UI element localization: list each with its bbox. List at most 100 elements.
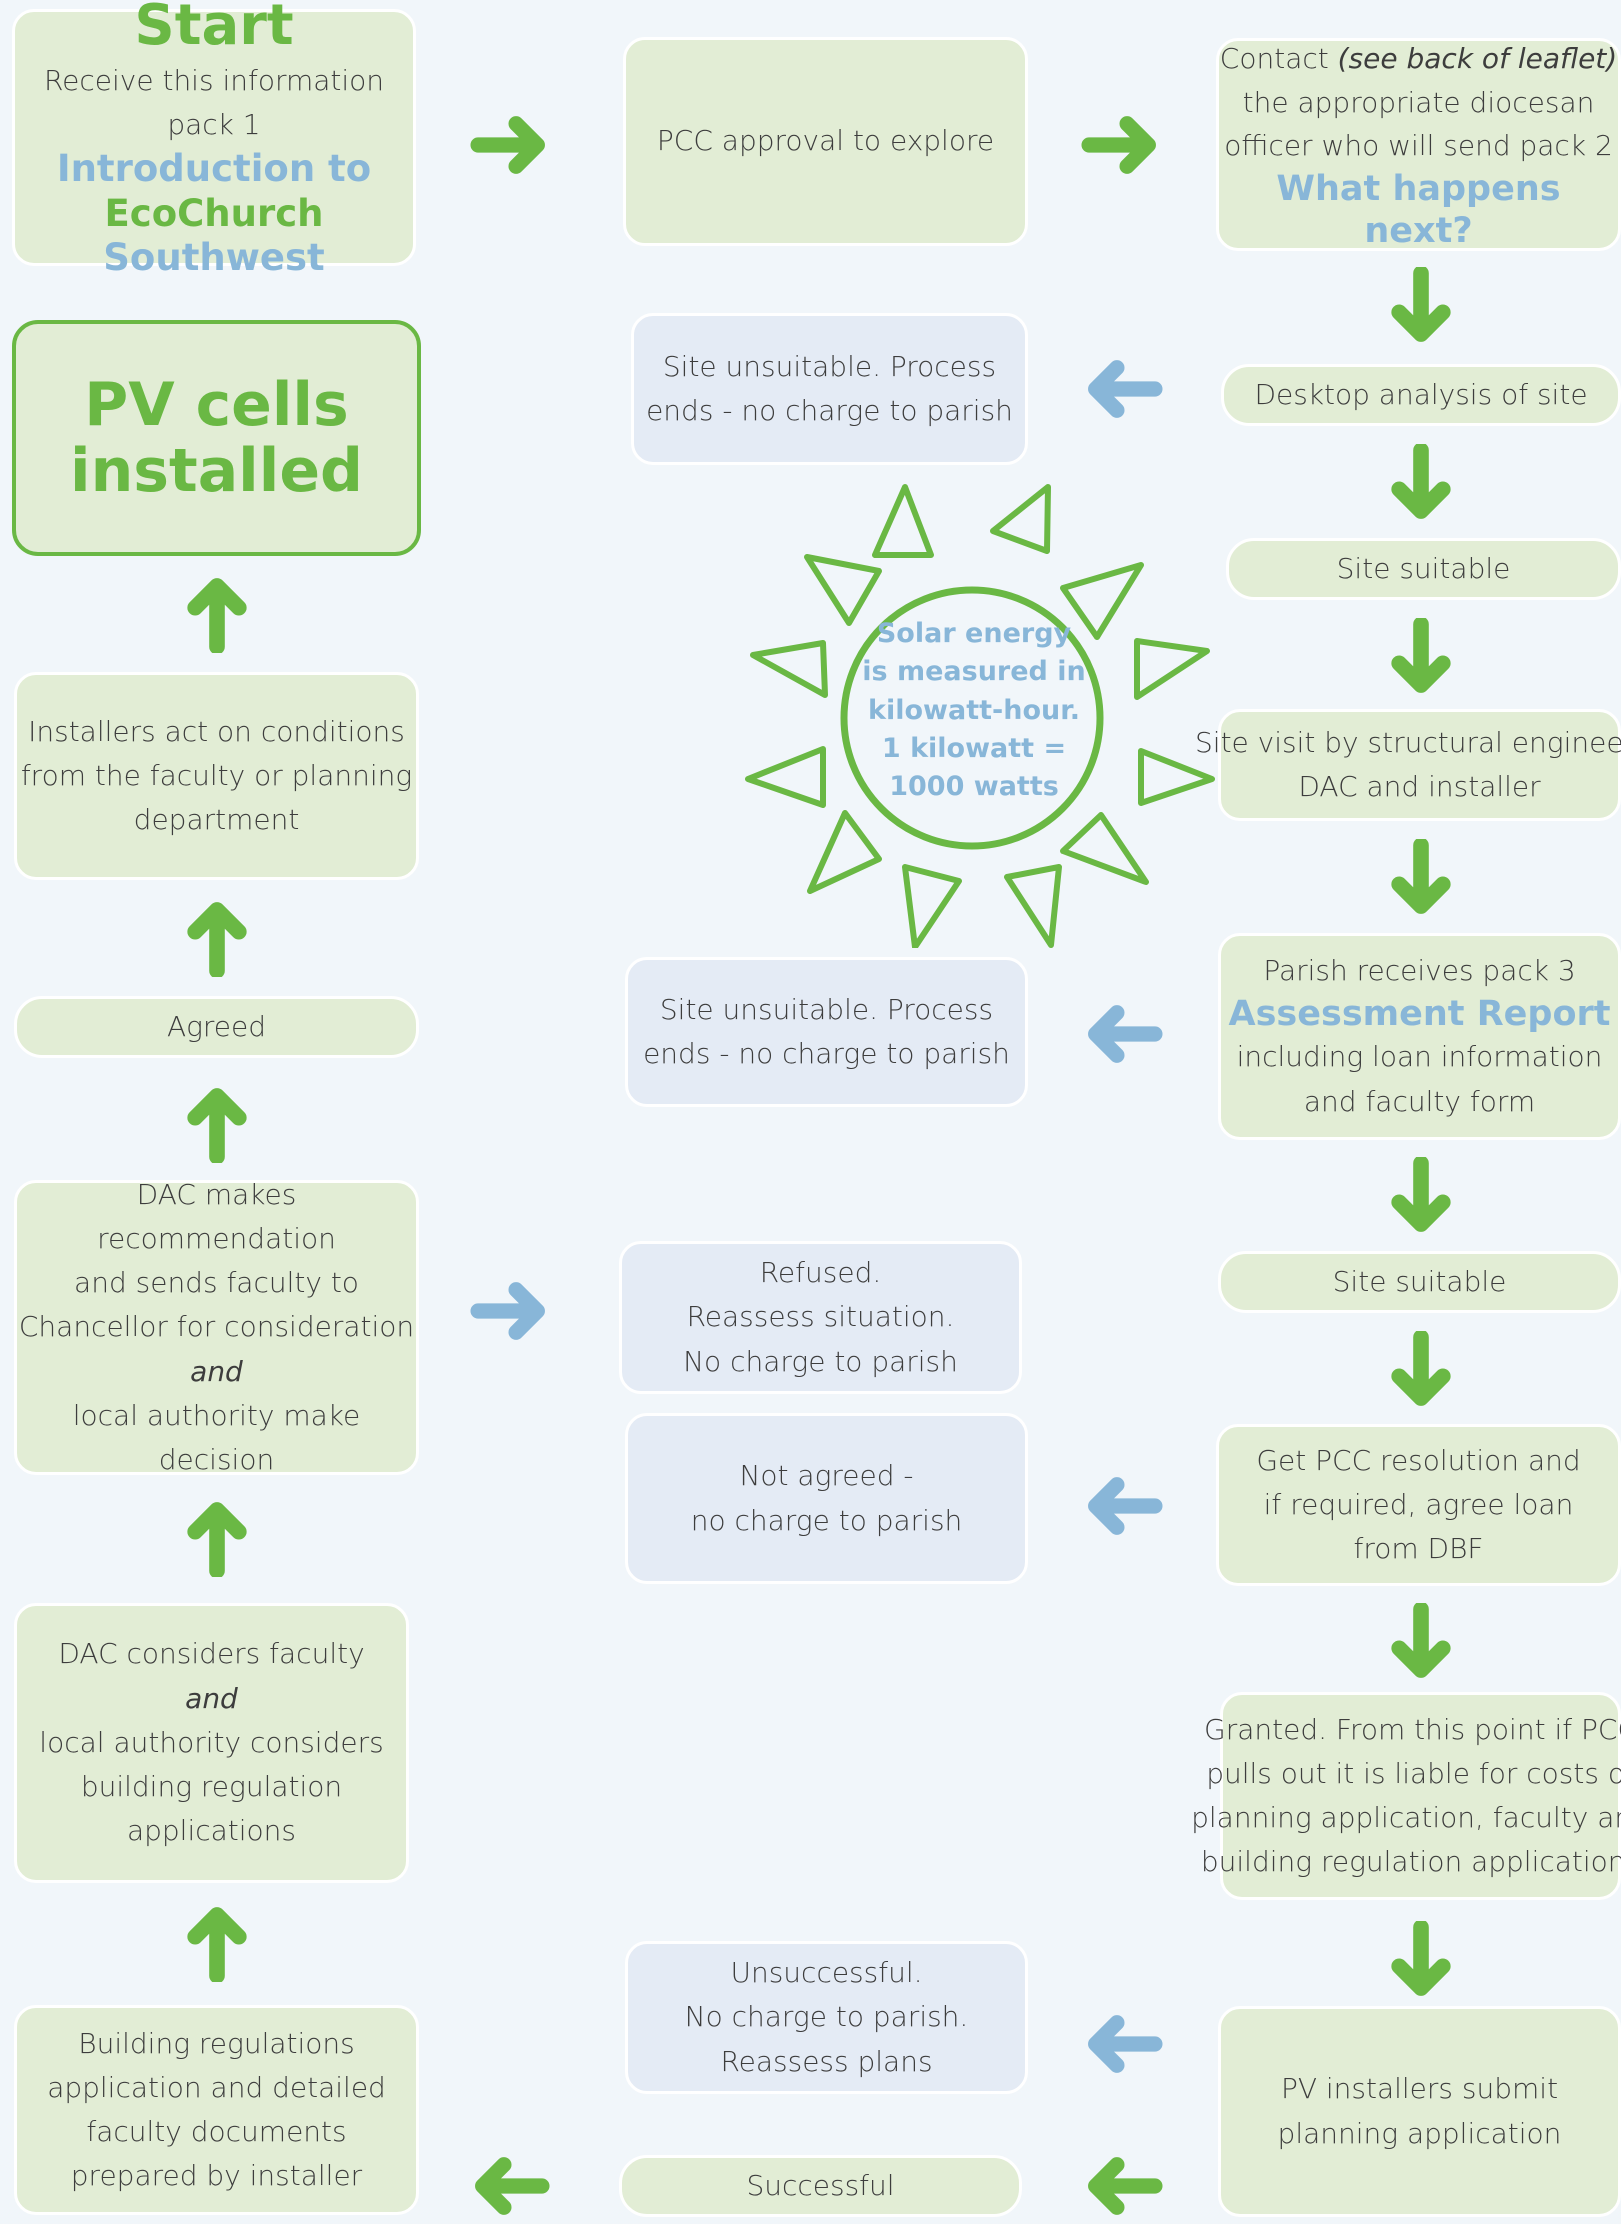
arrow-left-icon [1075, 351, 1171, 427]
unsuitable2-line2: ends - no charge to parish [643, 1037, 1010, 1070]
contact-box: Contact (see back of leaflet) the approp… [1216, 38, 1621, 251]
installers-act-line3: department [133, 803, 300, 837]
arrow-down-icon [1373, 267, 1469, 345]
arrow-left-icon [1075, 2006, 1171, 2082]
arrow-down-icon [1373, 618, 1469, 696]
dac-recommend-line1: DAC makes recommendation [97, 1177, 336, 1255]
building-regs-line2: application and detailed [47, 2070, 386, 2104]
start-line: Receive this information pack 1 [43, 63, 385, 142]
start-title: Start [134, 0, 294, 59]
successful-box: Successful [619, 2155, 1022, 2217]
dac-recommend-and: and [190, 1354, 243, 1388]
site-visit-box: Site visit by structural engineer, DAC a… [1195, 709, 1621, 821]
pack2-title: What happens next? [1276, 168, 1561, 251]
pv-submit-line1: PV installers submit [1280, 2072, 1559, 2106]
granted-line3: planning application, faculty and [1191, 1801, 1621, 1834]
pv-submit-line2: planning application [1277, 2116, 1562, 2150]
dac-considers-line1: DAC considers faculty [58, 1637, 365, 1671]
refused-line2: Reassess situation. [686, 1300, 955, 1334]
not-agreed-line1: Not agreed - [739, 1459, 914, 1493]
arrow-down-icon [1373, 1331, 1469, 1409]
arrow-up-icon [169, 575, 265, 653]
sun-line5: 1000 watts [889, 771, 1059, 803]
pack1-subtitle: EcoChurch Southwest [15, 192, 413, 281]
site-visit-line2: DAC and installer [1298, 770, 1541, 803]
arrow-right-icon [462, 107, 558, 183]
pack3-line1: Parish receives pack 3 [1263, 954, 1576, 988]
arrow-up-icon [169, 899, 265, 977]
start-box: Start Receive this information pack 1 In… [12, 0, 416, 279]
agreed-box: Agreed [14, 996, 419, 1058]
unsuccessful-box: Unsuccessful. No charge to parish. Reass… [625, 1941, 1028, 2094]
not-agreed-box: Not agreed - no charge to parish [625, 1413, 1028, 1584]
pack1-ecochurch: EcoChurch [104, 191, 324, 235]
pack3-line3: and faculty form [1303, 1084, 1536, 1118]
pcc-resolution-line1: Get PCC resolution and [1256, 1443, 1581, 1477]
pv-submit-box: PV installers submit planning applicatio… [1218, 2006, 1621, 2217]
site-suitable-2-label: Site suitable [1332, 1264, 1507, 1298]
pack3-box: Parish receives pack 3 Assessment Report… [1218, 933, 1621, 1140]
site-suitable-box-2: Site suitable [1218, 1251, 1621, 1313]
arrow-left-icon [462, 2148, 558, 2224]
pcc-resolution-line2: if required, agree loan [1263, 1487, 1574, 1521]
arrow-left-icon [1075, 996, 1171, 1072]
dac-considers-line4: building regulation [80, 1770, 343, 1804]
site-visit-line1: Site visit by structural engineer, [1195, 725, 1621, 759]
site-suitable-box-1: Site suitable [1226, 538, 1621, 600]
dac-considers-line5: applications [126, 1814, 297, 1848]
refused-box: Refused. Reassess situation. No charge t… [619, 1241, 1022, 1394]
installers-act-line2: from the faculty or planning [20, 758, 413, 792]
contact-line3: officer who will send pack 2 [1224, 129, 1613, 163]
granted-line4: building regulation applications [1200, 1845, 1621, 1879]
arrow-up-icon [169, 1085, 265, 1163]
arrow-left-icon [1075, 2148, 1171, 2224]
unsuitable2-line1: Site unsuitable. Process [659, 992, 994, 1026]
granted-box: Granted. From this point if PCC pulls ou… [1191, 1692, 1621, 1900]
unsuccessful-line3: Reassess plans [720, 2044, 933, 2078]
sun-line1: Solar energy [876, 618, 1072, 649]
desktop-analysis-box: Desktop analysis of site [1221, 364, 1621, 426]
dac-recommend-box: DAC makes recommendation and sends facul… [14, 1178, 419, 1476]
site-suitable-label: Site suitable [1336, 551, 1511, 585]
building-regs-line1: Building regulations [78, 2026, 355, 2060]
dac-considers-line3: local authority considers [39, 1725, 384, 1759]
granted-line2: pulls out it is liable for costs of [1206, 1756, 1621, 1790]
pv-installed-line2: installed [70, 436, 363, 506]
pcc-approval-label: PCC approval to explore [656, 124, 995, 158]
dac-considers-box: DAC considers faculty and local authorit… [14, 1603, 409, 1883]
arrow-down-icon [1373, 839, 1469, 917]
arrow-left-icon [1075, 1468, 1171, 1544]
installers-act-box: Installers act on conditions from the fa… [14, 672, 419, 880]
arrow-right-icon [462, 1273, 558, 1349]
dac-recommend-line2: and sends faculty to [74, 1266, 359, 1300]
arrow-up-icon [169, 1499, 265, 1577]
pcc-resolution-line3: from DBF [1353, 1532, 1484, 1566]
sun-line4: 1 kilowatt = [881, 732, 1067, 764]
successful-label: Successful [746, 2168, 895, 2202]
arrow-down-icon [1373, 1603, 1469, 1681]
unsuitable1-line1: Site unsuitable. Process [662, 349, 997, 383]
arrow-down-icon [1373, 444, 1469, 522]
contact-line2: the appropriate diocesan [1242, 85, 1595, 119]
building-regs-box: Building regulations application and det… [14, 2005, 419, 2215]
building-regs-line4: prepared by installer [70, 2159, 363, 2193]
contact-line1: Contact (see back of leaflet) [1220, 37, 1617, 80]
refused-line3: No charge to parish [683, 1344, 958, 1378]
arrow-down-icon [1373, 1921, 1469, 1999]
unsuccessful-line2: No charge to parish. [684, 2000, 969, 2034]
pcc-approval-box: PCC approval to explore [623, 37, 1028, 246]
installers-act-line1: Installers act on conditions [28, 714, 405, 748]
contact-text: Contact [1219, 42, 1338, 76]
arrow-up-icon [169, 1904, 265, 1982]
refused-line1: Refused. [759, 1256, 882, 1290]
pv-installed-line1: PV cells [84, 370, 349, 440]
sun-icon [745, 484, 1215, 948]
pack3-line2: including loan information [1236, 1040, 1603, 1074]
not-agreed-line2: no charge to parish [690, 1503, 963, 1537]
dac-considers-and: and [185, 1681, 238, 1715]
pack1-southwest: Southwest [103, 236, 325, 280]
pack3-title: Assessment Report [1228, 994, 1611, 1035]
site-unsuitable-box-1: Site unsuitable. Process ends - no charg… [631, 313, 1028, 465]
unsuccessful-line1: Unsuccessful. [730, 1956, 923, 1990]
dac-recommend-line3: Chancellor for consideration [18, 1310, 415, 1344]
